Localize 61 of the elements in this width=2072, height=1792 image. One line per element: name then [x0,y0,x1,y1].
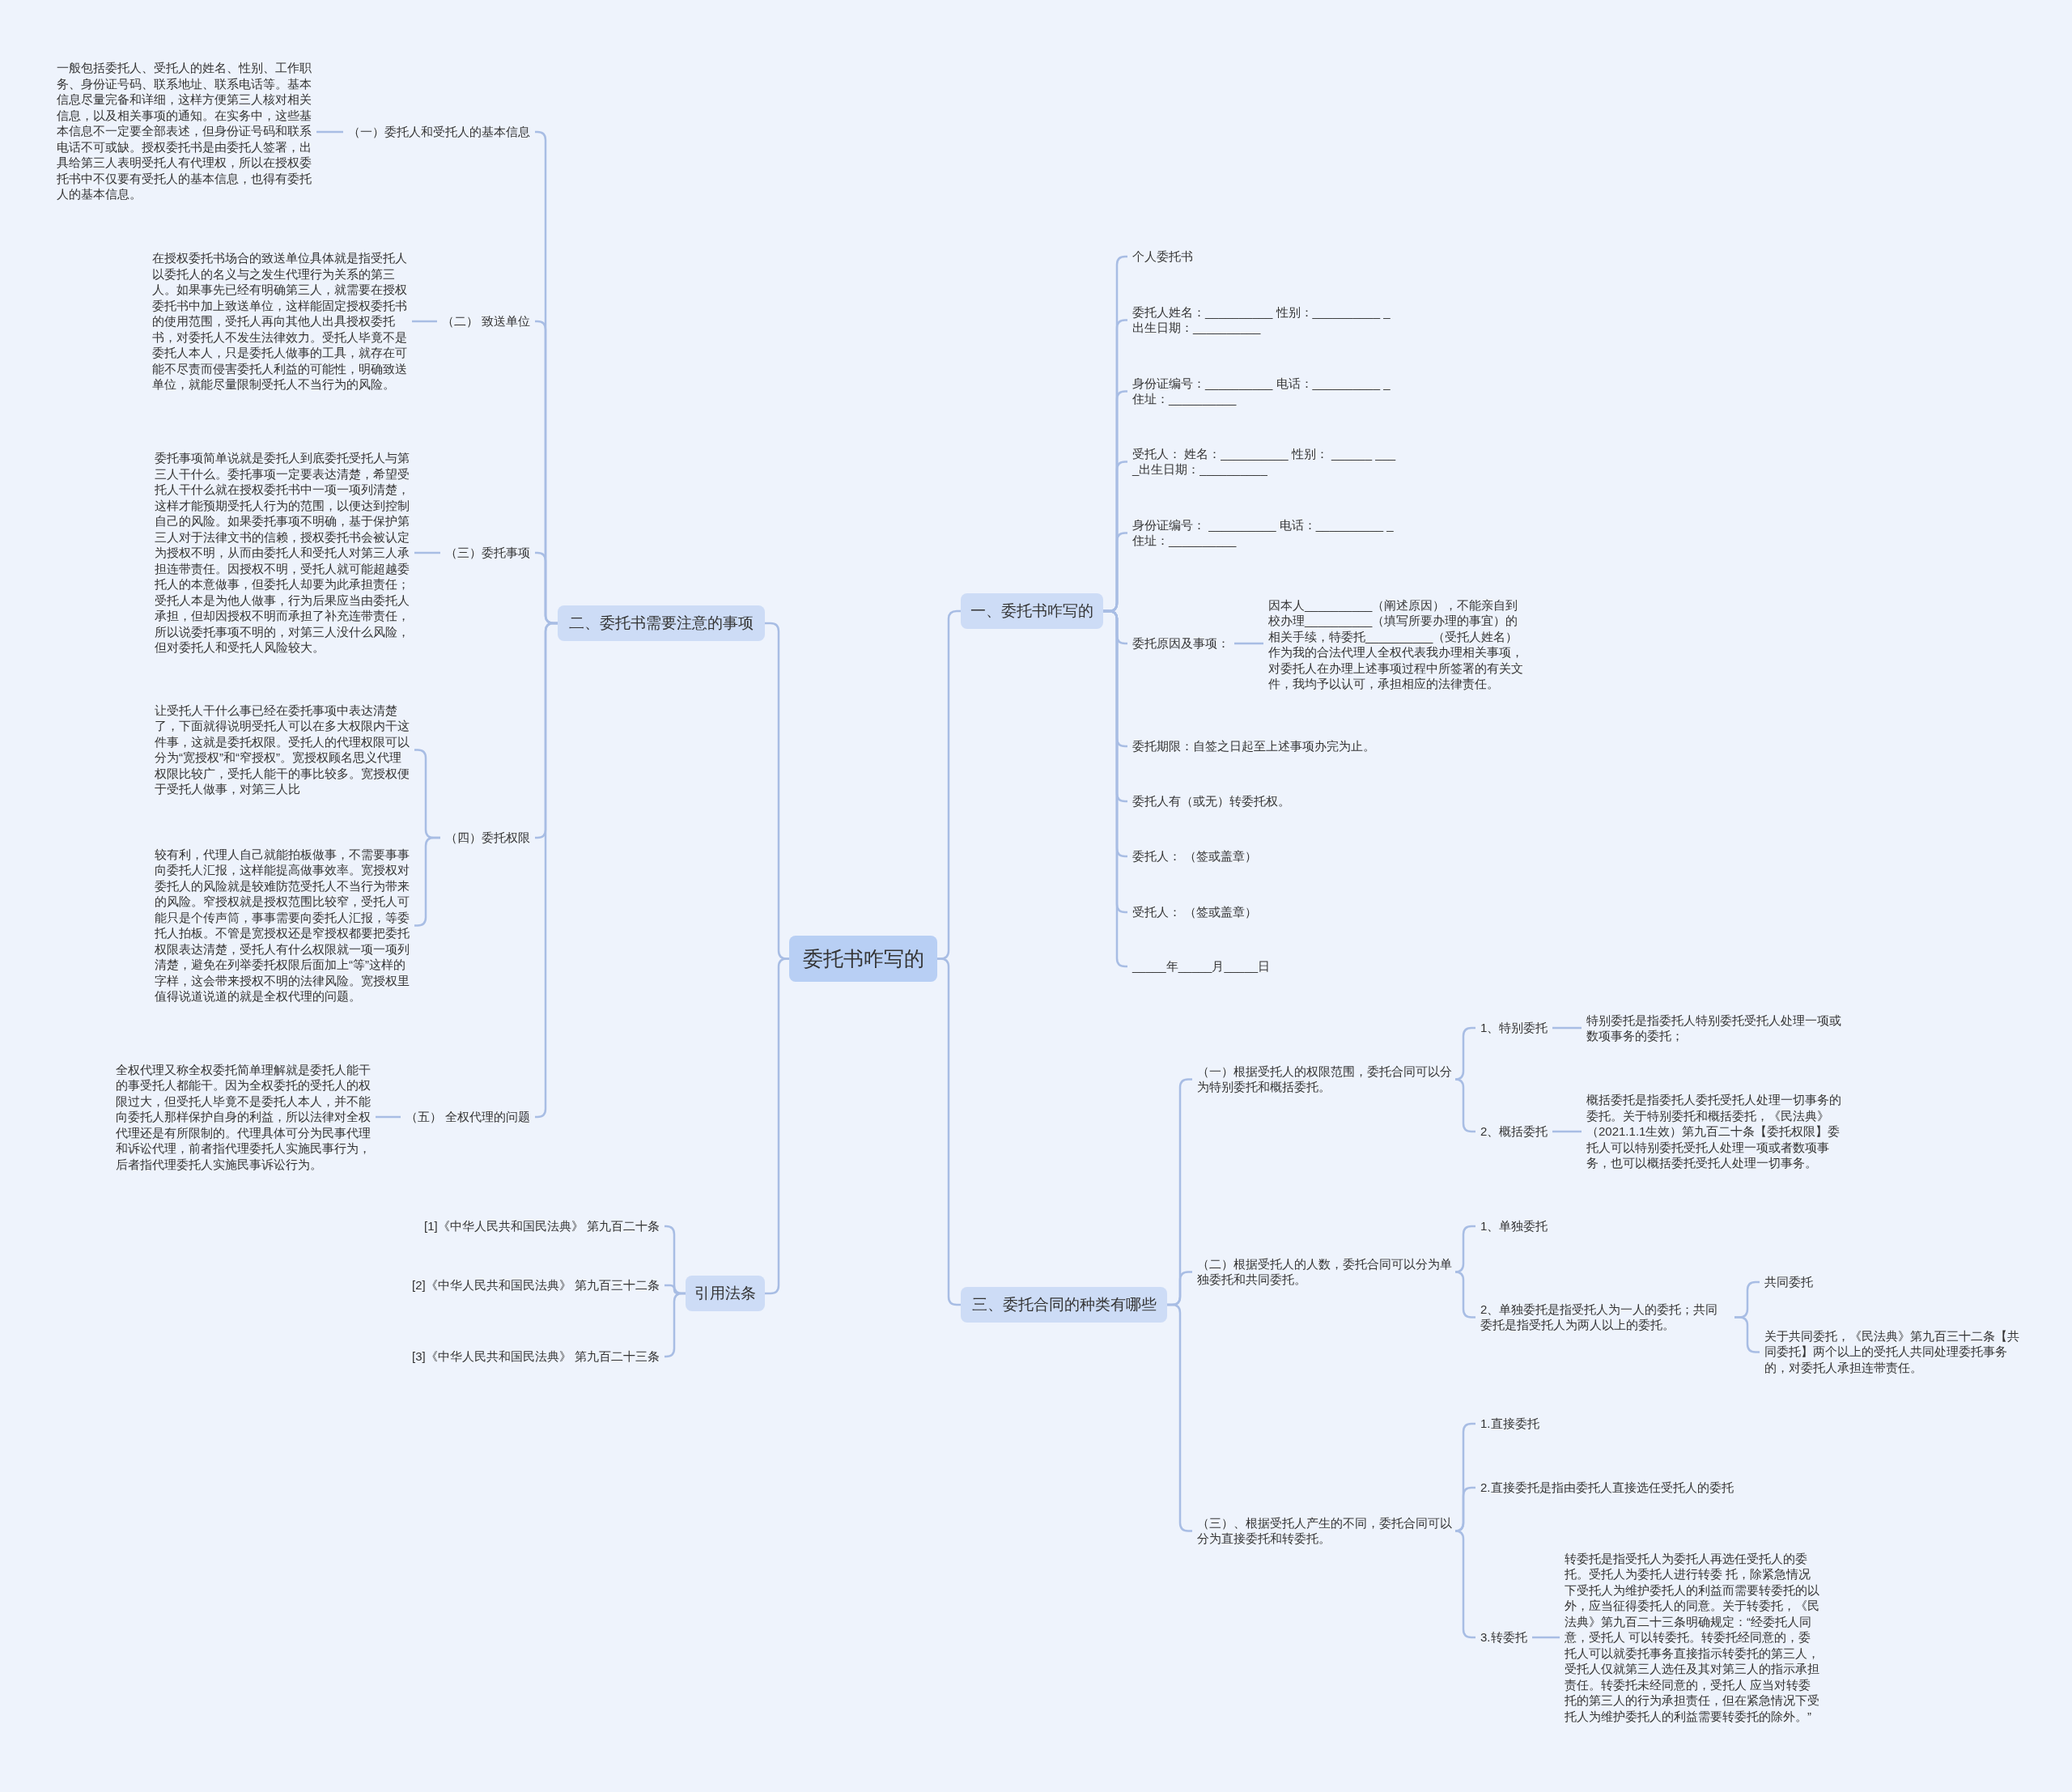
branch-topic-box: 二、委托书需要注意的事项 [558,605,765,641]
note-text: 一般包括委托人、受托人的姓名、性别、工作职务、身份证号码、联系地址、联系电话等。基本信息尽量完备和详细，这样方便第三人核对相关信息，以及相关事项的通知。在实务中，这些基本信息不一定要全部表述，但身份证号码和联系电话不可或缺。授权委托书是由委托人签署，出具给第三人表明受托人有代理权，所以在授权委托书中不仅要有受托人的基本信息，也得有委托人的基本信息。 [57,60,312,202]
note-text: 身份证编号：__________ 电话：__________ _住址：__________ [1132,375,1399,407]
note-text: _____年_____月_____日 [1132,958,1271,975]
branch-topic-box: 三、委托合同的种类有哪些 [961,1287,1167,1323]
connector-line [1234,642,1263,645]
connector-line [1552,1026,1582,1030]
topic-label: （一）委托人和受托人的基本信息 [348,124,530,140]
branch-topic-box: 引用法条 [686,1276,765,1311]
note-text: [1]《中华人民共和国民法典》 第九百二十条 [424,1218,660,1234]
connector-line [414,551,440,554]
connector-line [414,836,440,927]
topic-label: 3.转委托 [1480,1629,1527,1645]
connector-line [376,1115,401,1119]
note-text: [3]《中华人民共和国民法典》 第九百二十三条 [412,1348,660,1365]
note-text: 概括委托是指委托人委托受托人处理一切事务的委托。关于特别委托和概括委托，《民法典》（2021.1.1生效）第九百二十条【委托权限】委托人可以特别委托受托人处理一项或者数项事务，也可以概括委托受托人处理一切事务。 [1586,1092,1844,1171]
topic-label: 1、特别委托 [1480,1020,1548,1036]
note-text: 1.直接委托 [1480,1416,1539,1432]
note-text: 委托期限：自签之日起至上述事项办完为止。 [1132,738,1375,754]
topic-label: （三）、根据受托人产生的不同，委托合同可以分为直接委托和转委托。 [1197,1514,1452,1547]
topic-label: （三）委托事项 [445,545,530,561]
note-text: 关于共同委托，《民法典》第九百三十二条【共同委托】两个以上的受托人共同处理委托事务的，对委托人承担连带责任。 [1764,1327,2022,1375]
connector-line [1734,1316,1760,1353]
branch-topic-box: 一、委托书咋写的 [961,593,1103,629]
note-text: 2.直接委托是指由委托人直接选任受托人的委托 [1480,1480,1734,1496]
topic-label: （二）根据受托人的人数，委托合同可以分为单独委托和共同委托。 [1197,1255,1452,1288]
connector-line [412,320,437,323]
note-text: 受托人： （签或盖章） [1132,904,1258,920]
topic-label: （一）根据受托人的权限范围，委托合同可以分为特别委托和概括委托。 [1197,1063,1452,1095]
connector-line [1454,1530,1475,1639]
connector-line [664,1292,686,1358]
topic-label: 2、概括委托 [1480,1123,1548,1140]
note-text: 在授权委托书场合的致送单位具体就是指受托人以委托人的名义与之发生代理行为关系的第三人。如果事先已经有明确第三人，就需要在授权委托书中加上致送单位，这样能固定授权委托书的使用范围，受托人再向其他人出具授权委托书，对委托人不发生法律效力。受托人毕竟不是委托人本人，只是委托人做事的工具，就存在可能不尽责而侵害委托人利益的可能性，明确致送单位，就能尽量限制受托人不当行为的风险。 [152,250,407,393]
connector-line [1103,609,1128,968]
note-text: 特别委托是指委托人特别委托受托人处理一项或数项事务的委托； [1586,1012,1844,1044]
note-text: 委托事项简单说就是委托人到底委托受托人与第三人干什么。委托事项一定要表达清楚，希望受托人干什么就在授权委托书中一项一项列清楚，这样才能预期受托人行为的范围，以便达到控制自己的风险。如果委托事项不明确，基于保护第三人对于法律文书的信赖，授权委托书会被认定为授权不明，从而由委托人和受托人对第三人承担连带责任。因授权不明，受托人就可能超越委托人的本意做事，但委托人却要为此承担责任；受托人本是为他人做事，行为后果应当由委托人承担，但却因授权不明而承担了补充连带责任，所以说委托事项不明的，对第三人没什么风险，但对委托人和受托人风险较大。 [155,450,410,656]
note-text: 转委托是指受托人为委托人再选任受托人的委托。受托人为委托人进行转委 托，除紧急情况下受托人为维护委托人的利益而需要转委托的以外，应当征得委托人的同意。关于转委托，《民法典》第九百二十三条明确规定：“经委托人同意，受托人 可以转委托。转委托经同意的，委托人可以就委托事务直接指示转委托的第三人，受托人仅就第三人选任及其对第三人的指示承担责任。转委托未经同意的，受托人 应当对转委托的第三人的行为承担责任，但在紧急情况下受托人为维护委托人的利益需要转委托的除外。” [1565,1550,1819,1724]
note-text: 全权代理又称全权委托简单理解就是委托人能干的事受托人都能干。因为全权委托的受托人的权限过大，但受托人毕竟不是委托人本人，并不能向委托人那样保护自身的利益，所以法律对全权代理还是有所限制的。代理具体可分为民事代理和诉讼代理，前者指代理委托人实施民事行为，后者指代理委托人实施民事诉讼行为。 [116,1061,371,1172]
topic-label: （二） 致送单位 [442,313,531,329]
note-text: 因本人__________（阐述原因），不能亲自到校办理__________（填写所要办理的事宜）的相关手续，特委托__________（受托人姓名）作为我的合法代理人全权代表我办理相关事项，对委托人在办理上述事项过程中所签署的有关文件，我均予以认可，承担相应的法律责任。 [1268,597,1523,692]
note-text: [2]《中华人民共和国民法典》 第九百三十二条 [412,1277,660,1293]
topic-label: 2、单独委托是指受托人为一人的委托；共同委托是指受托人为两人以上的委托。 [1480,1301,1730,1333]
connector-line [534,622,558,1119]
note-text: 委托人姓名：__________ 性别：__________ _ 出生日期：__________ [1132,304,1399,336]
note-text: 委托人： （签或盖章） [1132,848,1258,864]
note-text: 委托人有（或无）转委托权。 [1132,793,1290,809]
note-text: 较有利，代理人自己就能拍板做事，不需要事事向委托人汇报，这样能提高做事效率。宽授权对委托人的风险就是较难防范受托人不当行为带来的风险。窄授权就是授权范围比较窄，受托人可能只是个传声筒，事事需要向委托人汇报，等委托人拍板。不管是宽授权还是窄授权都要把委托权限表达清楚，受托人有什么权限就一项一项列清楚，避免在列举委托权限后面加上“等”这样的字样，这会带来授权不明的法律风险。宽授权里值得说道说道的就是全权代理的问题。 [155,846,410,1004]
note-text: 共同委托 [1764,1274,1813,1290]
connector-line [1454,1271,1475,1319]
connector-line [1552,1130,1582,1133]
note-text: 个人委托书 [1132,248,1193,265]
root-topic-box: 委托书咋写的 [789,936,937,982]
note-text: 身份证编号： __________ 电话：__________ _住址：__________ [1132,516,1399,549]
topic-label: （四）委托权限 [445,830,530,846]
topic-label: 委托原因及事项： [1132,635,1229,652]
note-text: 1、单独委托 [1480,1218,1548,1234]
connector-line [316,130,343,134]
connector-line [1532,1636,1560,1639]
topic-label: （五） 全权代理的问题 [405,1109,531,1125]
note-text: 受托人： 姓名：__________ 性别： ______ ____出生日期：__________ [1132,445,1399,478]
note-text: 让受托人干什么事已经在委托事项中表达清楚了，下面就得说明受托人可以在多大权限内干这件事，这就是委托权限。受托人的代理权限可以分为“宽授权”和“窄授权”。宽授权顾名思义代理权限比较广，受托人能干的事比较多。宽授权便于受托人做事，对第三人比 [155,702,410,797]
